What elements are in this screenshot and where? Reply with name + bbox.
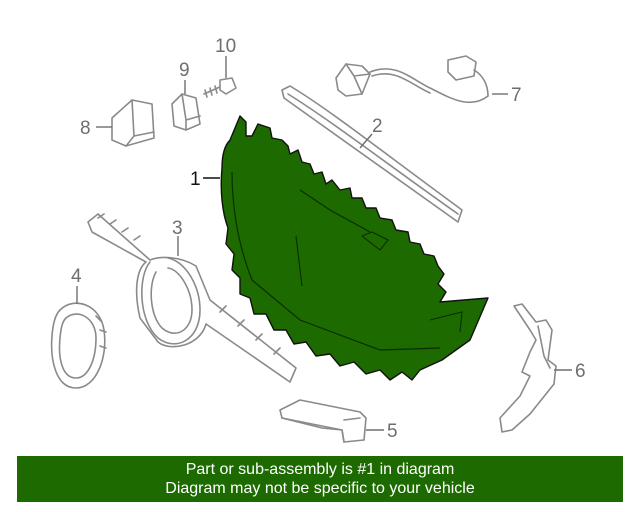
callout-5[interactable]: 5 [387,421,398,442]
banner-line-2: Diagram may not be specific to your vehi… [165,480,475,497]
part-1-grille[interactable] [220,115,489,381]
parts-diagram: 8 9 10 7 2 3 [50,36,586,443]
part-2-seal-strip[interactable] [281,85,463,223]
part-10-bolt[interactable] [203,77,237,98]
part-3-grille-frame[interactable] [87,213,297,383]
callout-2[interactable]: 2 [372,116,383,137]
part-5-deflector[interactable] [279,399,367,443]
callout-7[interactable]: 7 [511,85,522,106]
callout-4[interactable]: 4 [71,266,82,287]
callout-1[interactable]: 1 [190,169,201,190]
callout-8[interactable]: 8 [80,118,91,139]
part-6-side-bracket[interactable] [499,303,557,433]
callout-9[interactable]: 9 [179,60,190,81]
part-9-clip[interactable] [171,93,201,131]
part-7-sensor-harness[interactable] [335,55,489,104]
callout-6[interactable]: 6 [575,361,586,382]
callout-3[interactable]: 3 [172,218,183,239]
callout-10[interactable]: 10 [215,36,236,57]
banner-line-1: Part or sub-assembly is #1 in diagram [185,461,455,478]
part-4-emblem-ring[interactable] [50,302,107,389]
info-banner: Part or sub-assembly is #1 in diagram Di… [17,456,623,502]
part-8-bracket[interactable] [111,99,155,147]
leader-2 [359,133,373,149]
